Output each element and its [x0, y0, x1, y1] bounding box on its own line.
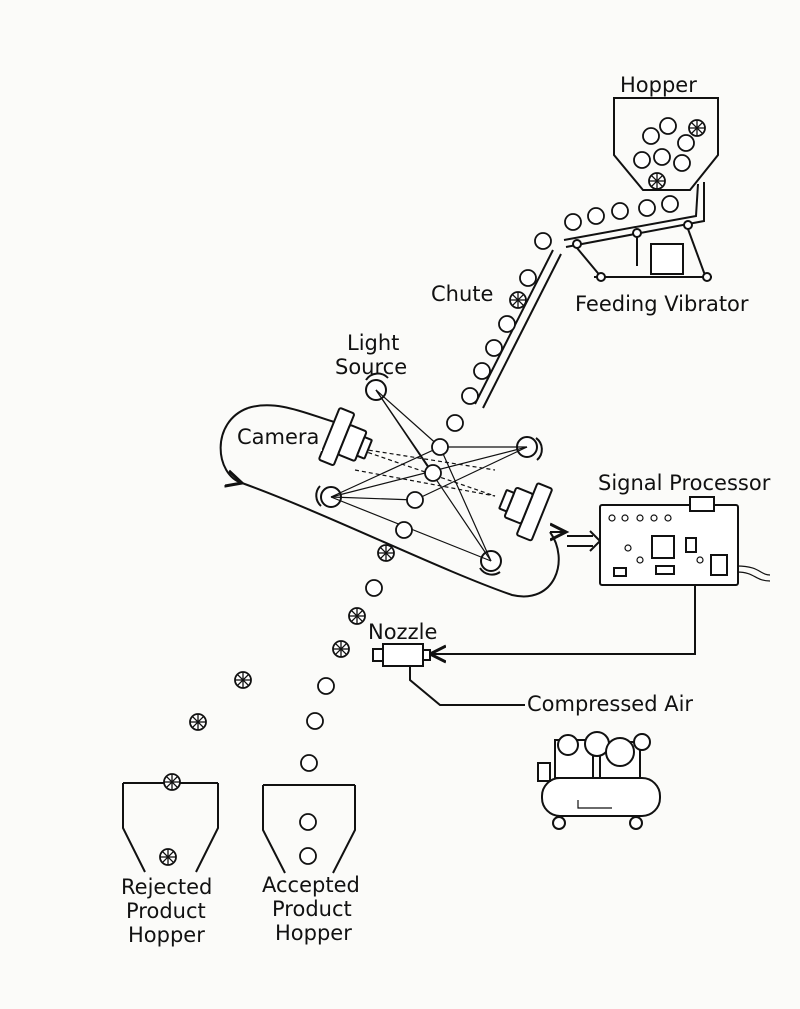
feeding-vibrator: [563, 182, 712, 282]
top-hopper: [613, 97, 719, 191]
compressed-air-label: Compressed Air: [527, 692, 693, 716]
nozzle-label: Nozzle: [368, 620, 437, 644]
rejected-label-line3: Hopper: [128, 923, 205, 947]
accepted-label-line2: Product: [272, 897, 352, 921]
falling-products: [189, 544, 395, 772]
hopper-label: Hopper: [620, 73, 697, 97]
camera-left: [318, 407, 373, 466]
signal-processor-board: [599, 496, 771, 586]
light-source-label-line2: Source: [335, 355, 407, 379]
camera-label: Camera: [237, 425, 319, 449]
camera-output-arrow: [567, 530, 602, 552]
light-source-bottom: [479, 550, 502, 576]
accepted-label-line3: Hopper: [275, 921, 352, 945]
air-compressor: [537, 731, 661, 830]
chute-label: Chute: [431, 282, 493, 306]
nozzle: [372, 643, 525, 706]
rejected-product-hopper: [122, 773, 219, 873]
rejected-label-line1: Rejected: [121, 875, 212, 899]
camera-right: [498, 482, 553, 542]
accepted-label-line1: Accepted: [262, 873, 360, 897]
light-source-label-line1: Light: [347, 331, 399, 355]
light-source-left: [315, 485, 342, 508]
rejected-label-line2: Product: [126, 899, 206, 923]
feeding-vibrator-label: Feeding Vibrator: [575, 292, 749, 316]
accepted-product-hopper: [262, 784, 356, 874]
control-signal-line: [430, 585, 696, 654]
camera-label-bg: [236, 425, 322, 451]
signal-processor-label: Signal Processor: [598, 471, 771, 495]
chute: [446, 232, 562, 432]
